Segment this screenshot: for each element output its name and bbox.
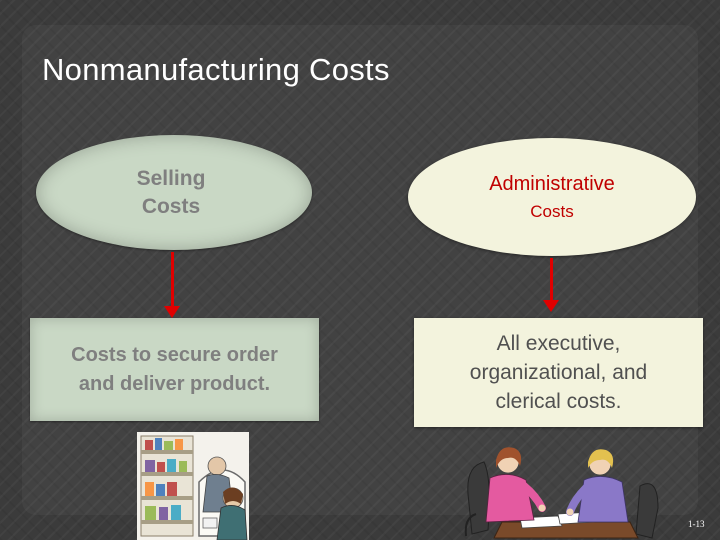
selling-box-line1: Costs to secure order	[71, 343, 278, 366]
admin-box-line2: organizational, and	[469, 361, 648, 384]
selling-oval-line2: Costs	[141, 194, 201, 218]
administrative-description-box: All executive, organizational, and cleri…	[414, 318, 703, 427]
office-workers-clipart	[464, 447, 659, 539]
admin-oval-line1: Administrative	[489, 173, 615, 195]
admin-box-line3: clerical costs.	[495, 390, 622, 413]
salesperson-clipart	[137, 432, 249, 540]
selling-arrow	[164, 252, 180, 318]
selling-costs-oval: Selling Costs	[36, 135, 312, 250]
administrative-costs-oval: Administrative Costs	[408, 138, 696, 256]
administrative-arrow	[543, 258, 559, 312]
selling-oval-line1: Selling	[136, 166, 206, 190]
slide-number: 1-13	[688, 519, 705, 529]
selling-box-line2: and deliver product.	[78, 372, 271, 395]
admin-oval-line2: Costs	[530, 202, 574, 221]
slide-title: Nonmanufacturing Costs	[42, 52, 390, 87]
slide-content-panel	[22, 25, 698, 515]
selling-description-box: Costs to secure order and deliver produc…	[30, 318, 319, 421]
admin-box-line1: All executive,	[496, 332, 621, 355]
